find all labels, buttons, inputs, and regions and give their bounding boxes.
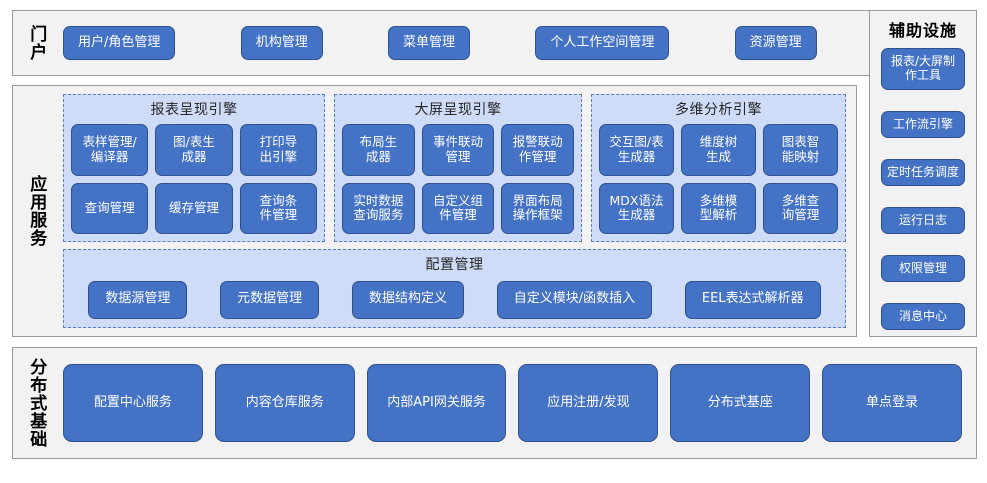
engine-olap-item-chart-mapping[interactable]: 图表智 能映射: [763, 124, 838, 176]
config-item-data-structure[interactable]: 数据结构定义: [351, 280, 464, 319]
aux-item-report-bigscreen-tool[interactable]: 报表/大屏制 作工具: [881, 48, 965, 90]
aux-item-workflow-engine[interactable]: 工作流引擎: [881, 111, 965, 138]
engine-bigscreen-item-custom-component[interactable]: 自定义组 件管理: [421, 182, 495, 234]
engine-olap-item-model-parser[interactable]: 多维模 型解析: [681, 182, 756, 234]
engine-report-item-query-management[interactable]: 查询管理: [71, 182, 149, 234]
infra-button-sso[interactable]: 单点登录: [822, 364, 962, 442]
engine-bigscreen-item-layout-generator[interactable]: 布局生 成器: [342, 124, 415, 176]
engines-row: 报表呈现引擎 表样管理/ 编译器 图/表生 成器 打印导 出引擎 查询管理 缓存…: [63, 94, 846, 242]
engine-olap-title: 多维分析引擎: [675, 102, 762, 118]
app-service-body: 报表呈现引擎 表样管理/ 编译器 图/表生 成器 打印导 出引擎 查询管理 缓存…: [59, 86, 856, 336]
engine-bigscreen-item-event-linkage[interactable]: 事件联动 管理: [421, 124, 495, 176]
engine-report-grid: 表样管理/ 编译器 图/表生 成器 打印导 出引擎 查询管理 缓存管理 查询条 …: [71, 124, 317, 234]
config-item-metadata[interactable]: 元数据管理: [220, 280, 320, 319]
config-management-panel: 配置管理 数据源管理 元数据管理 数据结构定义 自定义模块/函数插入 EEL表达…: [63, 249, 846, 328]
engine-bigscreen-item-ui-layout-framework[interactable]: 界面布局 操作框架: [501, 182, 574, 234]
portal-band-label: 门户: [26, 25, 47, 61]
infra-button-config-center[interactable]: 配置中心服务: [63, 364, 203, 442]
engine-olap-item-query-management[interactable]: 多维查 询管理: [763, 182, 838, 234]
engine-report-title: 报表呈现引擎: [150, 102, 238, 118]
aux-item-message-center[interactable]: 消息中心: [881, 303, 965, 330]
engine-olap-item-dimension-tree[interactable]: 维度树 生成: [681, 124, 756, 176]
portal-button-group: 用户/角色管理 机构管理 菜单管理 个人工作空间管理 资源管理 自助分析: [59, 11, 976, 75]
portal-button-user-role[interactable]: 用户/角色管理: [63, 26, 176, 60]
engine-report-item-chart-generator[interactable]: 图/表生 成器: [155, 124, 233, 176]
engine-report-panel: 报表呈现引擎 表样管理/ 编译器 图/表生 成器 打印导 出引擎 查询管理 缓存…: [63, 94, 325, 242]
portal-button-org[interactable]: 机构管理: [240, 26, 323, 60]
engine-report-item-cache-management[interactable]: 缓存管理: [155, 182, 233, 234]
engine-report-item-print-export[interactable]: 打印导 出引擎: [239, 124, 317, 176]
infrastructure-panel: 分布式基础 配置中心服务 内容仓库服务 内部API网关服务 应用注册/发现 分布…: [12, 347, 977, 459]
config-management-title: 配置管理: [425, 257, 484, 273]
app-service-panel: 应用服务 报表呈现引擎 表样管理/ 编译器 图/表生 成器 打印导 出引擎 查询…: [12, 85, 857, 337]
engine-olap-panel: 多维分析引擎 交互图/表 生成器 维度树 生成 图表智 能映射 MDX语法 生成…: [591, 94, 846, 242]
aux-item-permission-management[interactable]: 权限管理: [881, 255, 965, 282]
aux-item-runtime-log[interactable]: 运行日志: [881, 207, 965, 234]
aux-facilities-list: 报表/大屏制 作工具 工作流引擎 定时任务调度 运行日志 权限管理 消息中心: [870, 48, 976, 332]
engine-report-item-template-editor[interactable]: 表样管理/ 编译器: [71, 124, 149, 176]
config-item-datasource[interactable]: 数据源管理: [88, 280, 188, 319]
engine-olap-item-interactive-chart[interactable]: 交互图/表 生成器: [599, 124, 674, 176]
infrastructure-row: 分布式基础 配置中心服务 内容仓库服务 内部API网关服务 应用注册/发现 分布…: [12, 347, 977, 459]
engine-bigscreen-item-alarm-action[interactable]: 报警联动 作管理: [501, 124, 574, 176]
engine-bigscreen-panel: 大屏呈现引擎 布局生 成器 事件联动 管理 报警联动 作管理 实时数据 查询服务…: [334, 94, 582, 242]
engine-olap-grid: 交互图/表 生成器 维度树 生成 图表智 能映射 MDX语法 生成器 多维模 型…: [599, 124, 838, 234]
aux-item-scheduled-task[interactable]: 定时任务调度: [881, 159, 965, 186]
portal-row: 门户 用户/角色管理 机构管理 菜单管理 个人工作空间管理 资源管理 自助分析: [12, 10, 977, 76]
infra-button-app-registry[interactable]: 应用注册/发现: [518, 364, 659, 442]
app-service-row: 应用服务 报表呈现引擎 表样管理/ 编译器 图/表生 成器 打印导 出引擎 查询…: [12, 85, 857, 337]
aux-facilities-panel: 辅助设施 报表/大屏制 作工具 工作流引擎 定时任务调度 运行日志 权限管理 消…: [869, 10, 977, 337]
engine-bigscreen-title: 大屏呈现引擎: [414, 102, 502, 118]
engine-bigscreen-grid: 布局生 成器 事件联动 管理 报警联动 作管理 实时数据 查询服务 自定义组 件…: [342, 124, 574, 234]
portal-button-menu[interactable]: 菜单管理: [388, 26, 471, 60]
infrastructure-band-label: 分布式基础: [26, 358, 47, 448]
app-service-band-label: 应用服务: [26, 175, 47, 247]
engine-bigscreen-item-realtime-query[interactable]: 实时数据 查询服务: [342, 182, 415, 234]
portal-panel: 门户 用户/角色管理 机构管理 菜单管理 个人工作空间管理 资源管理 自助分析: [12, 10, 977, 76]
engine-olap-item-mdx-generator[interactable]: MDX语法 生成器: [599, 182, 674, 234]
engine-report-item-query-condition[interactable]: 查询条 件管理: [239, 182, 317, 234]
infra-button-api-gateway[interactable]: 内部API网关服务: [366, 364, 507, 442]
infra-button-distributed-base[interactable]: 分布式基座: [670, 364, 811, 442]
portal-button-workspace[interactable]: 个人工作空间管理: [535, 26, 670, 60]
config-item-eel-parser[interactable]: EEL表达式解析器: [684, 280, 821, 319]
infrastructure-button-group: 配置中心服务 内容仓库服务 内部API网关服务 应用注册/发现 分布式基座 单点…: [59, 348, 976, 458]
portal-button-resource[interactable]: 资源管理: [734, 26, 817, 60]
config-item-custom-module[interactable]: 自定义模块/函数插入: [496, 280, 653, 319]
aux-facilities-title: 辅助设施: [888, 21, 957, 40]
infra-button-content-repository[interactable]: 内容仓库服务: [214, 364, 355, 442]
config-management-items: 数据源管理 元数据管理 数据结构定义 自定义模块/函数插入 EEL表达式解析器: [71, 279, 838, 320]
